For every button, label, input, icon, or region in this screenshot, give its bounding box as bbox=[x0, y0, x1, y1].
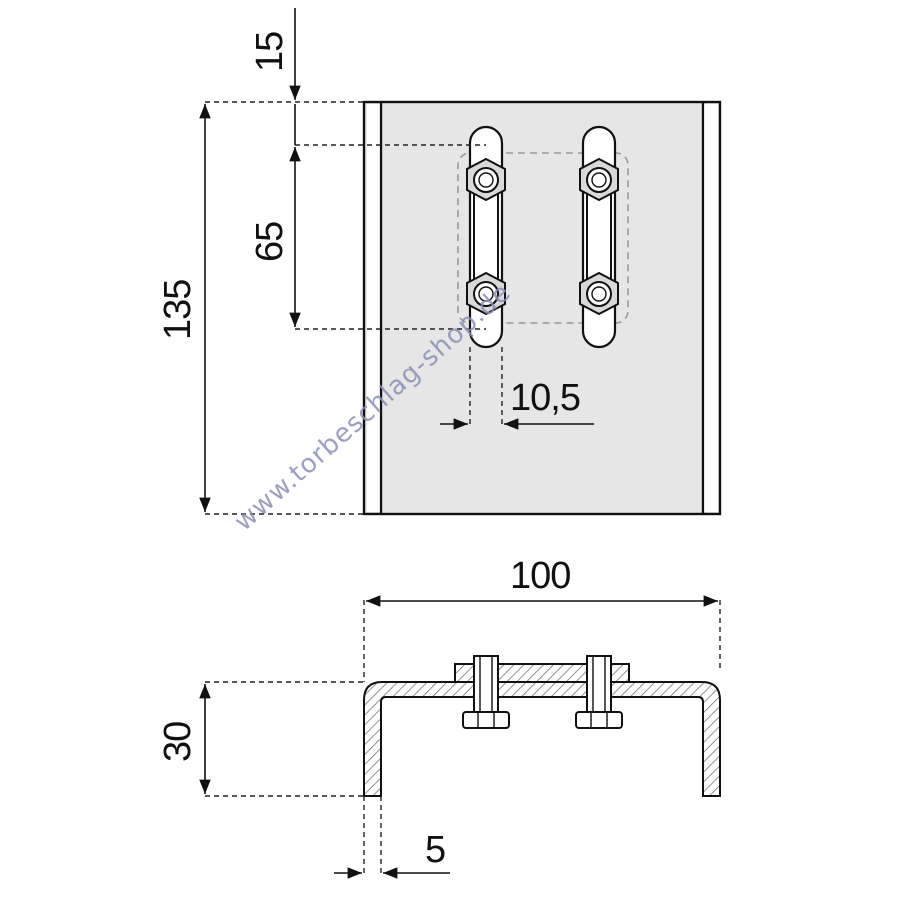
bolt-right bbox=[586, 655, 612, 713]
top-view: 135 65 15 10,5 bbox=[157, 8, 722, 516]
label-30: 30 bbox=[157, 722, 199, 762]
nut-bottom-left bbox=[466, 271, 506, 316]
label-10-5: 10,5 bbox=[510, 377, 580, 419]
nut-bottom-right bbox=[579, 271, 619, 316]
bolt-left bbox=[473, 655, 499, 713]
label-15: 15 bbox=[249, 32, 291, 72]
label-65: 65 bbox=[249, 222, 291, 262]
label-135: 135 bbox=[157, 280, 199, 340]
clamp-plate-hidden bbox=[457, 152, 629, 324]
nut-top-left bbox=[466, 157, 506, 202]
nut-section-left bbox=[462, 711, 510, 729]
profile-section bbox=[363, 681, 721, 797]
plate-outline bbox=[362, 100, 722, 516]
label-5: 5 bbox=[425, 829, 445, 871]
section-view: 100 30 5 bbox=[157, 555, 721, 879]
label-100: 100 bbox=[510, 555, 570, 597]
nut-top-right bbox=[579, 157, 619, 202]
nut-section-right bbox=[575, 711, 623, 729]
